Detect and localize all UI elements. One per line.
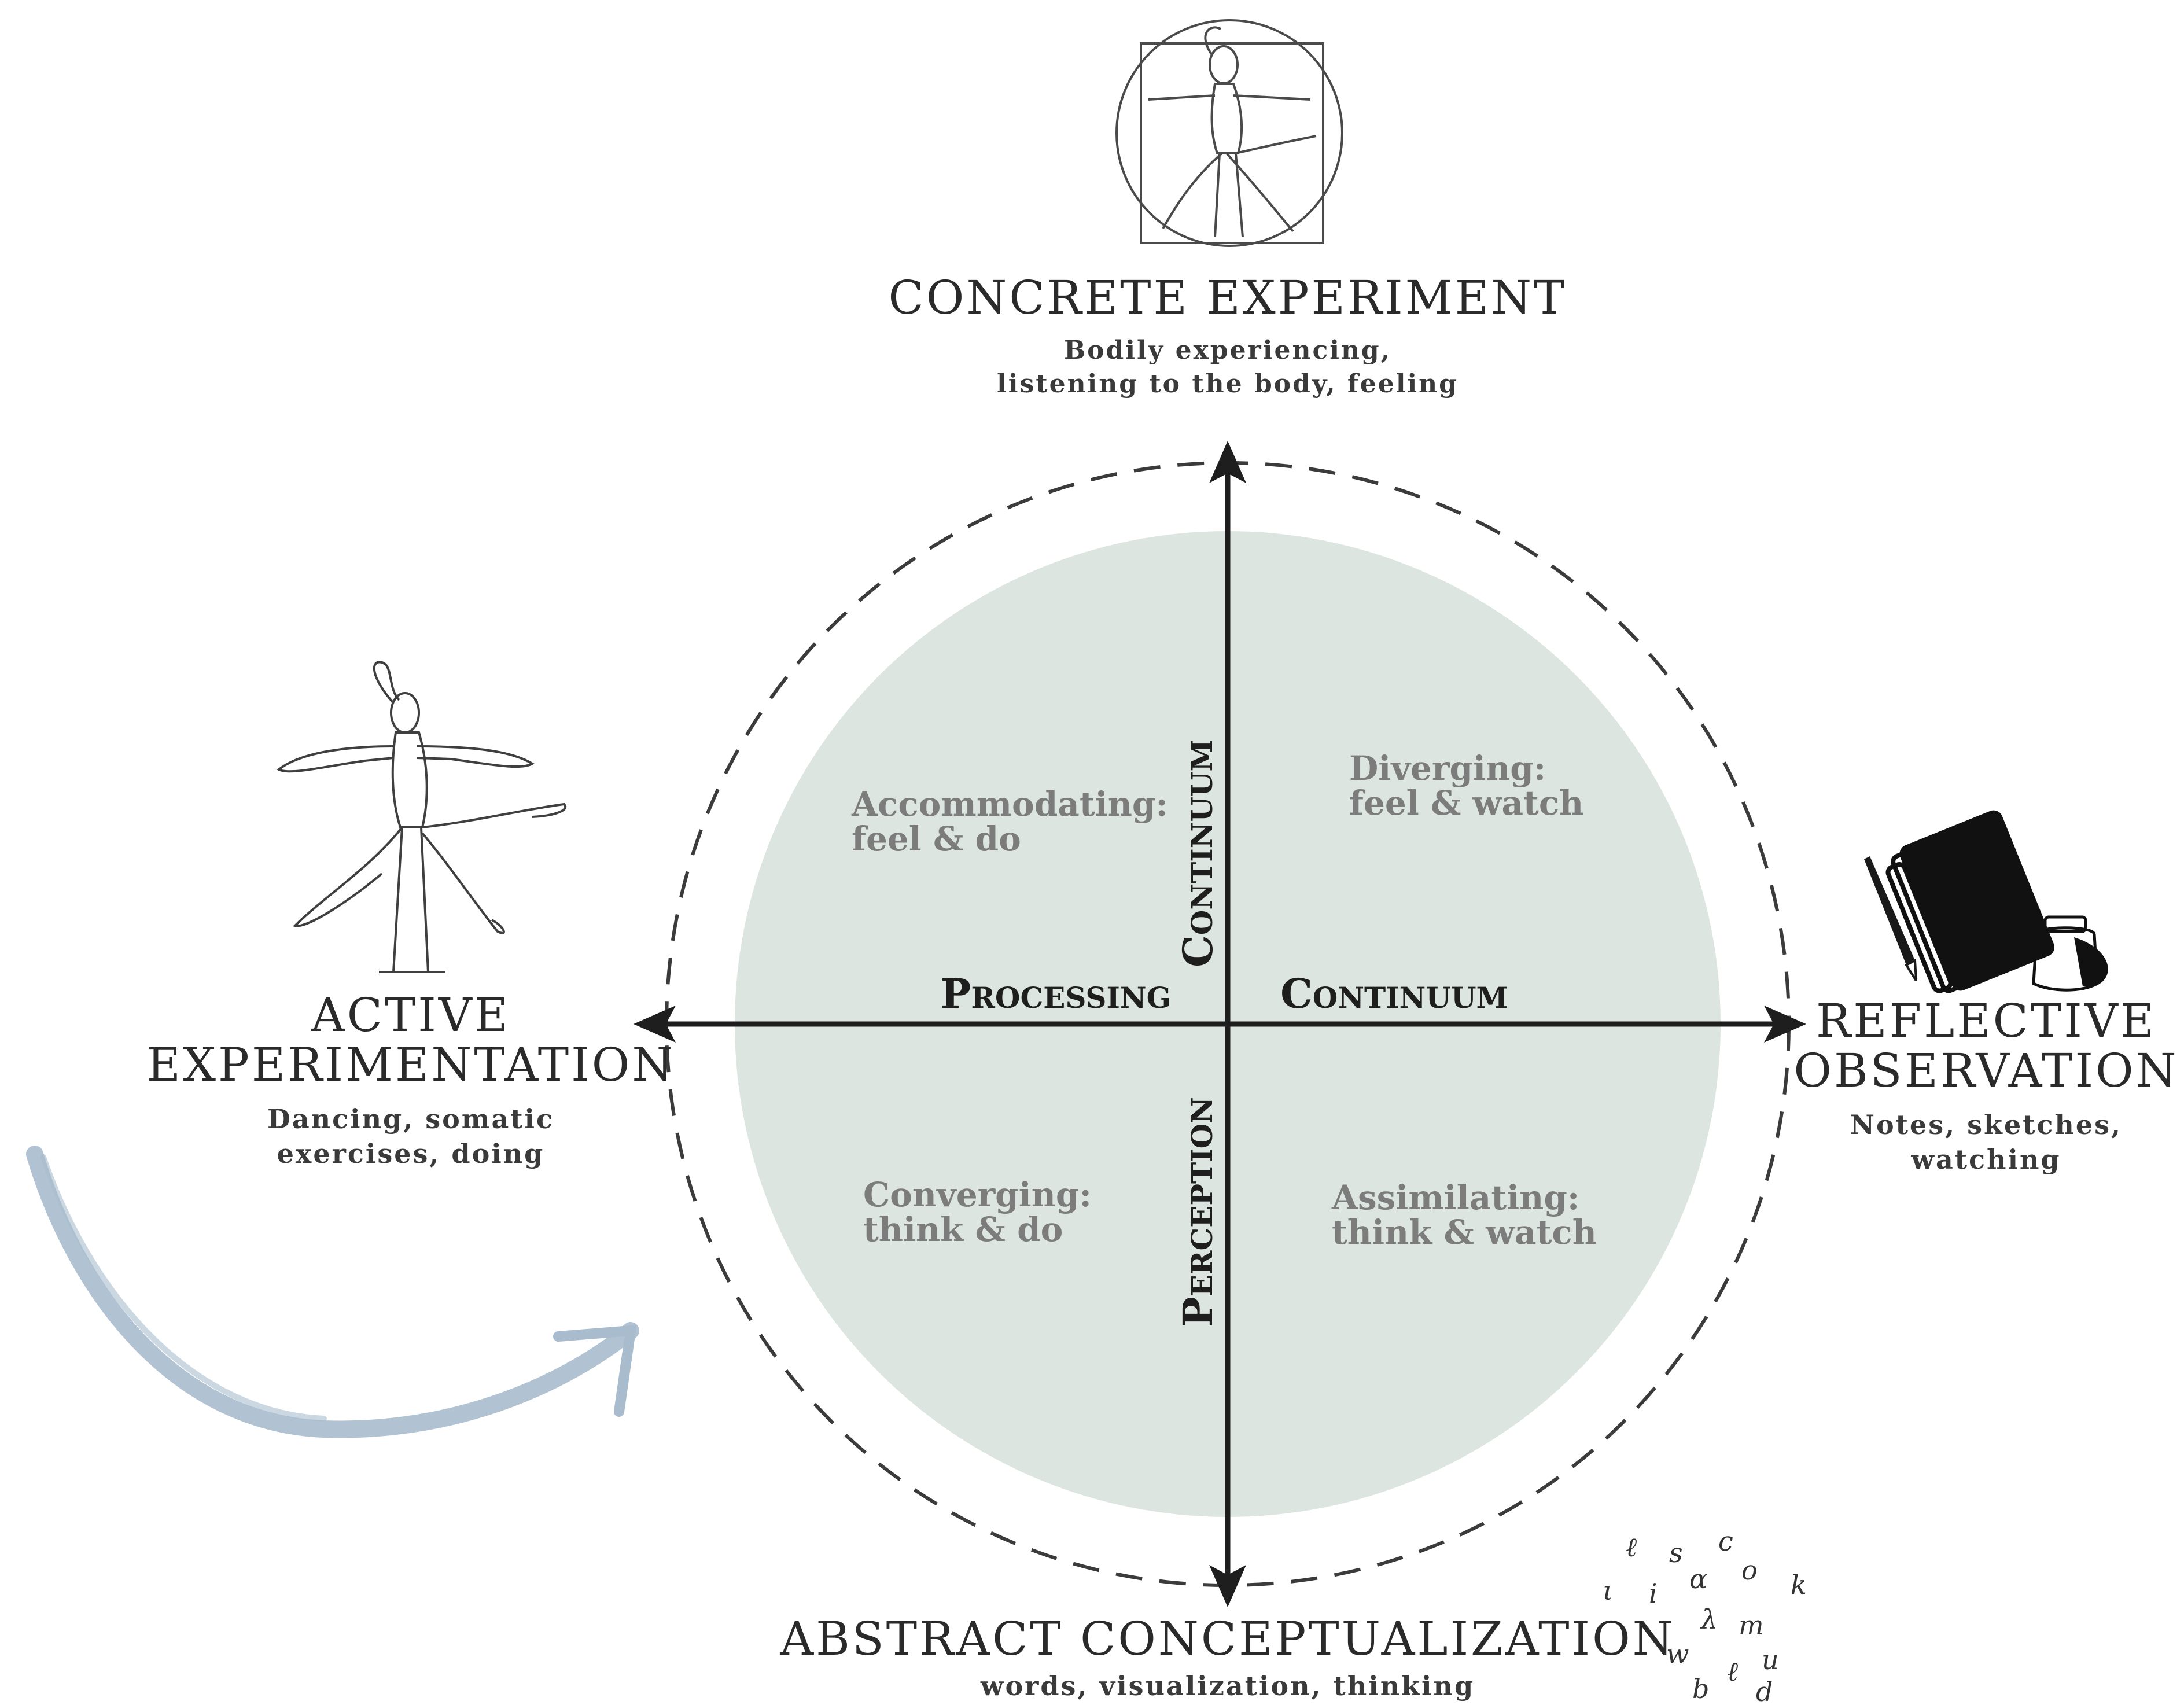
quadrant-sublabel: feel & watch	[1349, 783, 1583, 823]
right-title-line2: OBSERVATION	[1793, 1044, 2178, 1098]
right-title-line1: REFLECTIVE	[1816, 994, 2156, 1048]
left-title-line2: EXPERIMENTATION	[147, 1038, 675, 1092]
quadrant-label: Diverging:	[1349, 749, 1546, 788]
left-arrowhead	[634, 1006, 676, 1043]
letter: ℓ	[1727, 1656, 1739, 1687]
bottom-subtitle: words, visualization, thinking	[980, 1670, 1475, 1702]
axis-label-continuum-vertical: CONTINUUM	[1174, 739, 1222, 967]
top-subtitle-line2: listening to the body, feeling	[997, 369, 1459, 399]
letter: c	[1718, 1526, 1733, 1557]
quadrant-label: Assimilating:	[1331, 1178, 1579, 1217]
quadrant-assimilating: Assimilating: think & watch	[1331, 1178, 1597, 1252]
letter: w	[1666, 1638, 1689, 1670]
quadrant-converging: Converging: think & do	[863, 1175, 1092, 1249]
top-title: CONCRETE EXPERIMENT	[889, 271, 1567, 325]
letter: o	[1741, 1555, 1758, 1586]
horizontal-axis	[634, 1006, 1806, 1043]
down-arrowhead	[1209, 1565, 1246, 1607]
left-subtitle-line2: exercises, doing	[277, 1138, 545, 1169]
quadrant-accommodating: Accommodating: feel & do	[851, 785, 1168, 859]
up-arrowhead	[1209, 441, 1246, 483]
scattered-letters-icon: ℓ s c o k ι i ɑ λ m w u b d ℓ	[1603, 1526, 1807, 1705]
right-arrowhead	[1764, 1006, 1806, 1043]
letter: u	[1762, 1644, 1779, 1675]
letter: m	[1739, 1610, 1764, 1641]
letter: ℓ	[1626, 1531, 1637, 1563]
quadrant-label: Accommodating:	[851, 785, 1168, 824]
axis-label-continuum-horizontal: CONTINUUM	[1280, 970, 1508, 1018]
letter: ι	[1603, 1575, 1613, 1606]
axis-label-perception: PERCEPTION	[1174, 1097, 1222, 1327]
right-subtitle-line1: Notes, sketches,	[1850, 1109, 2122, 1140]
dancer-figure-icon	[277, 661, 566, 973]
axis-label-processing: PROCESSING	[941, 970, 1172, 1018]
notebook-pen-inkwell-icon	[1864, 810, 2108, 993]
quadrant-sublabel: feel & do	[852, 819, 1021, 859]
letter: d	[1756, 1676, 1773, 1705]
quadrant-sublabel: think & watch	[1332, 1213, 1597, 1252]
right-subtitle-line2: watching	[1910, 1144, 2061, 1175]
curved-arrow-icon	[26, 1146, 639, 1438]
quadrant-diverging: Diverging: feel & watch	[1349, 749, 1583, 823]
letter: λ	[1700, 1604, 1718, 1635]
left-subtitle-line1: Dancing, somatic	[267, 1103, 554, 1135]
top-subtitle-line1: Bodily experiencing,	[1064, 336, 1391, 365]
quadrant-sublabel: think & do	[863, 1210, 1063, 1249]
letter: b	[1692, 1673, 1709, 1704]
letter: i	[1649, 1578, 1658, 1609]
quadrant-label: Converging:	[863, 1175, 1092, 1214]
bottom-title: ABSTRACT CONCEPTUALIZATION	[779, 1612, 1675, 1666]
letter: ɑ	[1689, 1563, 1707, 1594]
letter: s	[1669, 1537, 1683, 1568]
left-title-line1: ACTIVE	[311, 988, 510, 1042]
letter: k	[1791, 1569, 1807, 1600]
vitruvian-figure-icon	[1115, 19, 1343, 247]
